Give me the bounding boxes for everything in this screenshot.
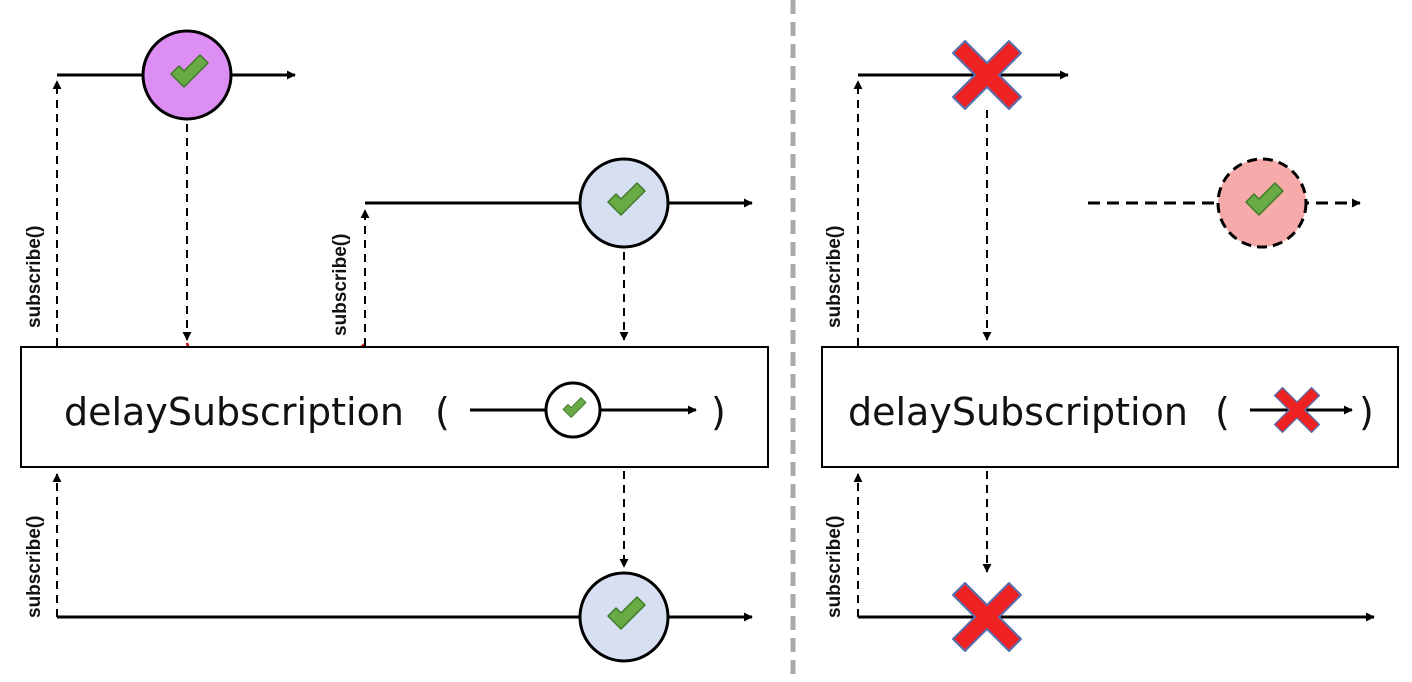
- left-panel: subscribe() subscribe() delaySubscriptio…: [20, 29, 769, 663]
- right-panel: subscribe() delaySubscription ( ) subs: [821, 40, 1399, 652]
- close-paren: ): [711, 390, 726, 434]
- subscribe-arrow-main-source: subscribe(): [330, 209, 370, 346]
- ignored-completion-marble: [1216, 157, 1308, 249]
- subscribe-arrow-source: subscribe(): [24, 80, 62, 346]
- operator-label: delaySubscription: [848, 390, 1188, 434]
- close-paren: ): [1359, 390, 1374, 434]
- operator-box: delaySubscription ( ): [821, 346, 1399, 468]
- main-source-completion-marble: [578, 157, 670, 249]
- subscribe-arrow-downstream: subscribe(): [24, 473, 62, 618]
- output-completion-marble: [578, 571, 670, 663]
- subscribe-label: subscribe(): [24, 226, 45, 328]
- subscribe-label: subscribe(): [24, 516, 45, 618]
- subscribe-label: subscribe(): [330, 234, 351, 336]
- upstream-completion-marble: [141, 29, 233, 121]
- subscribe-arrow-source: subscribe(): [824, 80, 863, 346]
- subscribe-label: subscribe(): [824, 516, 845, 618]
- operator-box: delaySubscription ( ): [20, 346, 769, 468]
- open-paren: (: [1215, 390, 1230, 434]
- subscribe-arrow-downstream: subscribe(): [824, 473, 863, 618]
- subscribe-label: subscribe(): [824, 226, 845, 328]
- argument-completion-marble: [544, 381, 602, 439]
- open-paren: (: [435, 390, 450, 434]
- operator-label: delaySubscription: [64, 390, 404, 434]
